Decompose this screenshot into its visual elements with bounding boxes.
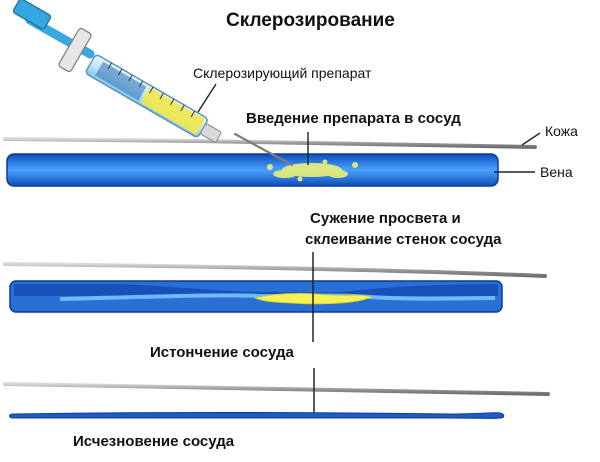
caption-injection: Введение препарата в сосуд (246, 110, 461, 127)
syringe (12, 0, 294, 167)
caption-narrowing-line1: Сужение просвета и (310, 210, 461, 227)
vein-1 (6, 153, 499, 187)
vein-2-wall-top (14, 284, 498, 296)
caption-thinning: Истончение сосуда (150, 344, 294, 361)
skin-line-2 (3, 262, 547, 278)
diagram-title: Склерозирование (226, 10, 395, 31)
caption-disappearance: Исчезновение сосуда (73, 433, 235, 450)
skin-line-1 (3, 137, 537, 149)
stage-1-injection (3, 137, 537, 187)
label-vein: Вена (540, 164, 573, 180)
drug-cloud (267, 159, 358, 182)
pointer-drug (197, 83, 217, 113)
skin-line-3 (3, 382, 550, 396)
label-skin: Кожа (545, 123, 578, 139)
label-sclerosing-drug: Склерозирующий препарат (193, 65, 372, 81)
caption-narrowing-line2: склеивание стенок сосуда (305, 231, 502, 248)
stage-3-disappearance (3, 368, 550, 419)
pointer-skin (521, 132, 541, 146)
vein-3 (9, 412, 505, 419)
stage-2-narrowing (3, 252, 547, 342)
